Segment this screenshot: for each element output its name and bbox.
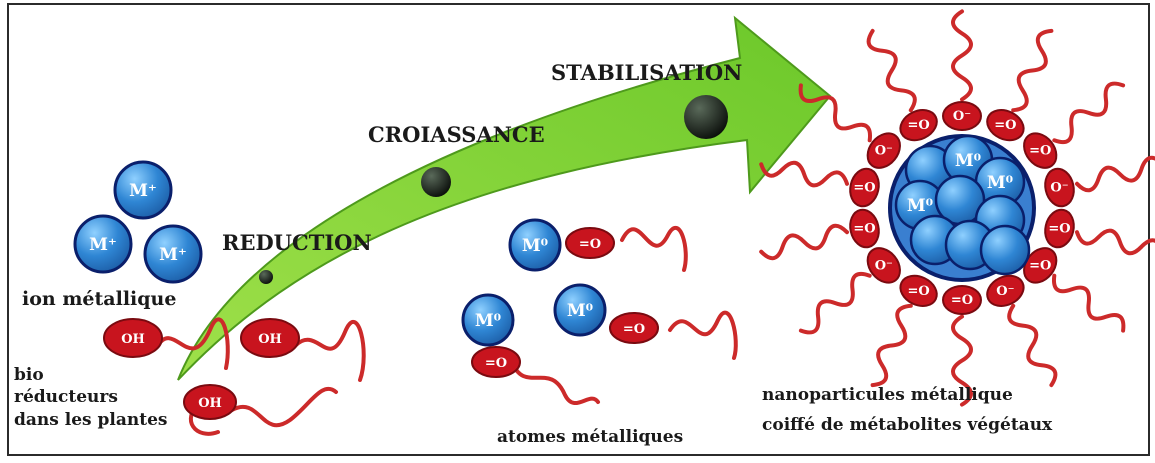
capping-chain [761, 226, 847, 258]
nanoparticle: O⁻ =O =O O⁻ =O =O O⁻ =O =O O⁻ =O =O O⁻ =O M⁰ M⁰ M⁰ [761, 11, 1155, 404]
capping-chain [1054, 276, 1123, 331]
capping-chain [1013, 31, 1051, 110]
stabilisation-dot [684, 95, 728, 139]
capping-chain [869, 31, 915, 110]
svg-text:=O: =O [579, 237, 601, 252]
label-croissance: CROIASSANCE [368, 122, 545, 147]
svg-text:OH: OH [121, 332, 145, 347]
svg-text:=O: =O [907, 284, 929, 299]
capping-group: =O [1042, 207, 1078, 250]
hydroxyl-group: OH [184, 385, 236, 419]
svg-text:M⁰: M⁰ [567, 301, 593, 321]
svg-text:=O: =O [907, 118, 929, 133]
capping-group: O⁻ [943, 102, 981, 130]
reduction-dot [259, 270, 273, 284]
capping-chain [953, 11, 971, 99]
metal-atom-unit: M⁰ =O [510, 220, 614, 270]
metal-ion: M⁺ [115, 162, 171, 218]
label-bio-reducteurs-2: réducteurs [14, 387, 118, 407]
label-reduction: REDUCTION [222, 230, 372, 255]
svg-text:O⁻: O⁻ [875, 258, 893, 273]
svg-text:M⁺: M⁺ [129, 181, 157, 201]
capping-group: O⁻ [861, 242, 907, 289]
svg-text:=O: =O [994, 118, 1016, 133]
capping-chain [801, 274, 870, 333]
capping-group: O⁻ [861, 127, 907, 174]
svg-text:=O: =O [623, 322, 645, 337]
hydroxyl-group: OH [104, 319, 162, 357]
label-nanoparticules-1: nanoparticules métallique [762, 385, 1013, 405]
svg-text:M⁰: M⁰ [987, 173, 1013, 193]
svg-text:O⁻: O⁻ [1050, 181, 1068, 196]
capping-group: =O [847, 207, 883, 250]
svg-text:M⁺: M⁺ [89, 235, 117, 255]
metal-ion: M⁺ [75, 216, 131, 272]
svg-text:=O: =O [853, 181, 875, 196]
svg-text:=O: =O [1029, 258, 1051, 273]
capping-chain [1054, 84, 1123, 143]
svg-text:O⁻: O⁻ [953, 109, 971, 124]
capping-chain [1077, 158, 1155, 190]
capping-chain [1009, 306, 1055, 385]
svg-text:=O: =O [951, 293, 973, 308]
label-atomes-metalliques: atomes métalliques [497, 427, 683, 447]
svg-text:=O: =O [853, 222, 875, 237]
label-ion-metallique: ion métallique [22, 288, 176, 310]
hydroxyl-group: OH [241, 319, 299, 357]
svg-text:M⁺: M⁺ [159, 245, 187, 265]
core-metal-atom [981, 226, 1029, 274]
label-bio-reducteurs-1: bio [14, 365, 44, 385]
svg-text:M⁰: M⁰ [955, 151, 981, 171]
label-stabilisation: STABILISATION [551, 60, 742, 85]
capping-group: =O [847, 166, 883, 209]
metal-atom-unit: M⁰ =O [463, 295, 520, 377]
svg-text:M⁰: M⁰ [907, 196, 933, 216]
croissance-dot [421, 167, 451, 197]
metal-atom-unit: M⁰ =O [555, 285, 658, 343]
svg-text:O⁻: O⁻ [996, 284, 1014, 299]
svg-text:=O: =O [1029, 144, 1051, 159]
svg-text:M⁰: M⁰ [475, 311, 501, 331]
capping-group: =O [943, 286, 981, 314]
capping-group: O⁻ [1042, 166, 1078, 209]
capping-chain [873, 306, 911, 385]
svg-text:OH: OH [258, 332, 282, 347]
svg-text:OH: OH [198, 396, 222, 411]
label-bio-reducteurs-3: dans les plantes [14, 410, 167, 430]
svg-text:O⁻: O⁻ [875, 144, 893, 159]
capping-chain [1077, 231, 1155, 254]
capping-group: =O [1017, 127, 1063, 174]
capping-chain [761, 163, 847, 186]
metal-ion-cluster: M⁺ M⁺ M⁺ [75, 162, 201, 282]
metal-ion: M⁺ [145, 226, 201, 282]
svg-text:=O: =O [485, 356, 507, 371]
svg-text:=O: =O [1048, 222, 1070, 237]
label-nanoparticules-2: coiffé de métabolites végétaux [762, 415, 1053, 435]
svg-text:M⁰: M⁰ [522, 236, 548, 256]
